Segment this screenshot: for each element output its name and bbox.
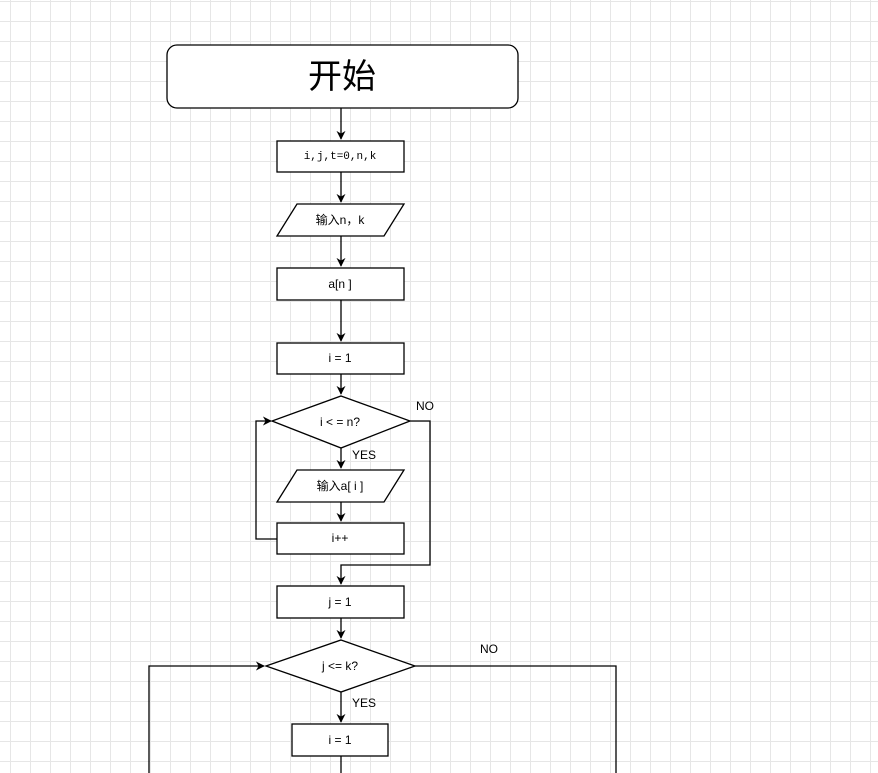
incr-i-label: i++ [332,531,349,545]
reset-i-node[interactable]: i = 1 [291,723,389,757]
cond-i-node[interactable]: i < = n? [270,395,412,449]
edge-incr-loop-back[interactable] [255,416,277,540]
reset-i-label: i = 1 [328,733,351,747]
init-vars-node[interactable]: i,j,t=0,n,k [276,140,405,173]
init-j-label: j = 1 [327,595,351,609]
edge-cond-j-no[interactable] [415,665,617,773]
array-decl-node[interactable]: a[n ] [276,267,405,301]
input-ai-node[interactable]: 输入a[ i ] [275,469,406,503]
start-node[interactable]: 开始 [166,44,519,109]
input-ai-label: 输入a[ i ] [317,478,364,493]
input-nk-node[interactable]: 输入n，k [275,203,406,237]
array-decl-label: a[n ] [328,277,351,291]
init-vars-label: i,j,t=0,n,k [304,151,377,163]
edges [148,108,617,773]
init-i-node[interactable]: i = 1 [276,342,405,375]
cond-i-yes-label: YES [352,448,376,462]
edge-outer-loop-back[interactable] [148,661,265,773]
cond-j-node[interactable]: j <= k? [264,639,417,693]
cond-i-label: i < = n? [320,415,360,429]
cond-i-no-label: NO [416,399,434,413]
input-nk-label: 输入n，k [316,212,366,227]
start-label: 开始 [308,57,376,97]
incr-i-node[interactable]: i++ [276,522,405,555]
cond-j-yes-label: YES [352,696,376,710]
init-i-label: i = 1 [328,351,351,365]
edge-cond-i-no[interactable] [336,420,431,585]
cond-j-no-label: NO [480,642,498,656]
cond-j-label: j <= k? [321,659,358,673]
init-j-node[interactable]: j = 1 [276,585,405,619]
